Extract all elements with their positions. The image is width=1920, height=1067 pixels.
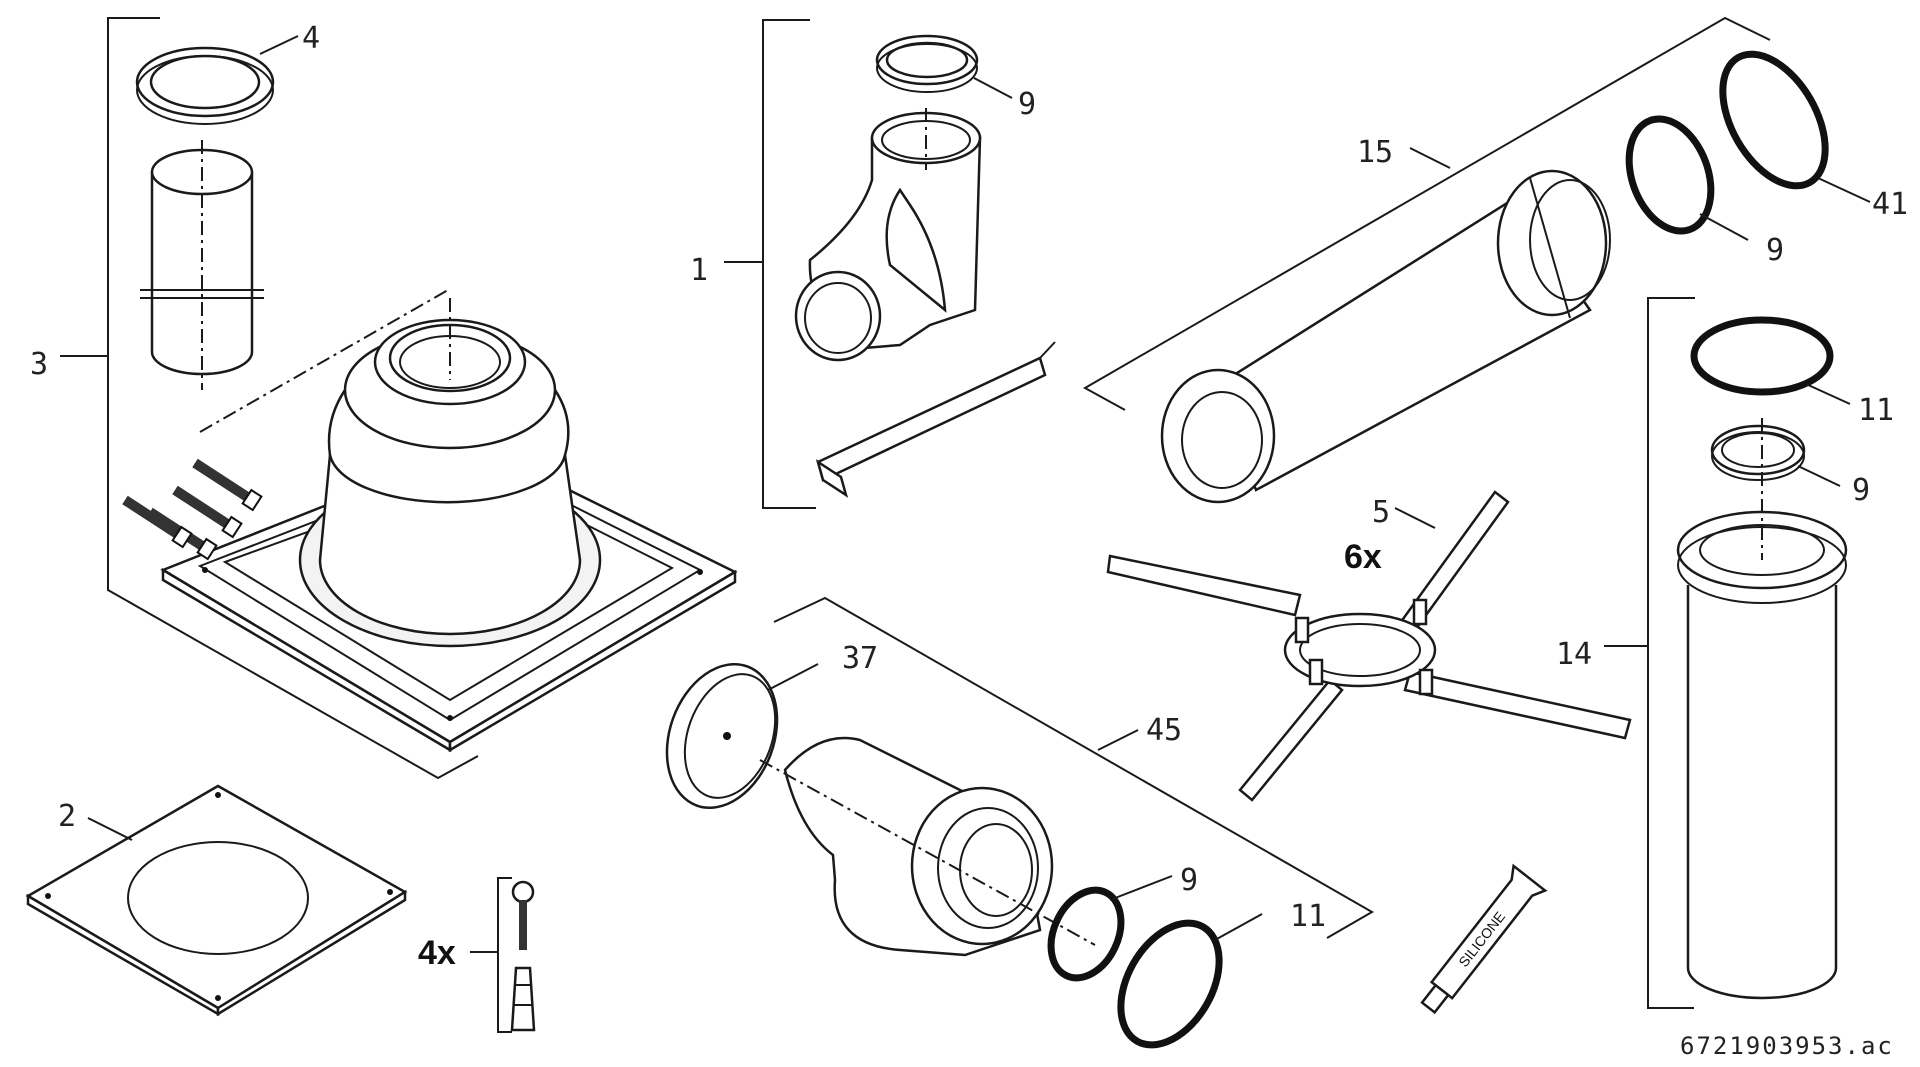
elbow-tee [759, 736, 1096, 957]
callout-9-pipe: 9 [1766, 233, 1784, 268]
quantity-screws-plugs: 4x [418, 934, 456, 972]
group-45 [665, 596, 1375, 1049]
leader-11-upper [1805, 383, 1851, 405]
group-45-bracket [773, 596, 1375, 939]
callout-3: 3 [30, 347, 48, 382]
callout-41: 41 [1872, 187, 1908, 222]
part-11-seal-upper [1690, 316, 1834, 396]
part-5-spider-clamp [1106, 490, 1632, 802]
flashing-cone [199, 289, 602, 648]
vertical-pipe [1676, 418, 1848, 1000]
document-id: 6721903953.ac [1680, 1032, 1894, 1060]
leader-45 [1097, 729, 1139, 751]
callout-14: 14 [1556, 637, 1592, 672]
callout-5: 5 [1372, 495, 1390, 530]
leader-15 [1409, 147, 1451, 169]
leader-9-pipe [1699, 213, 1749, 241]
group-1 [724, 19, 1056, 509]
part-9-seal-top [875, 34, 979, 93]
callout-9-top: 9 [1018, 87, 1036, 122]
part-9-seal-upper [1710, 424, 1806, 481]
group-3-bracket [107, 17, 479, 780]
callout-37: 37 [842, 641, 878, 676]
part-37-end-cap [665, 662, 779, 810]
leader-9-elbow [1109, 875, 1173, 901]
callout-11-upper: 11 [1858, 393, 1894, 428]
silicone-tube: SILICONE [1420, 863, 1548, 1015]
leader-41 [1817, 177, 1871, 203]
callout-9-upper: 9 [1852, 473, 1870, 508]
group-14 [1604, 297, 1851, 1009]
part-9-seal-pipe [1625, 115, 1715, 235]
group-15 [1082, 16, 1871, 504]
callout-1: 1 [690, 253, 708, 288]
extension-pipe [140, 140, 264, 390]
wood-screw [511, 880, 535, 950]
group-1-bracket [762, 19, 816, 509]
leader-9-top [973, 77, 1013, 99]
callout-2: 2 [58, 799, 76, 834]
part-2-flat-roof-plate [25, 784, 408, 1017]
concentric-pipe [1160, 169, 1611, 504]
leader-9-upper [1797, 465, 1841, 487]
leader-2 [87, 817, 133, 841]
part-4-sealing-ring [135, 46, 275, 125]
wall-plug [510, 966, 536, 1032]
callout-4: 4 [302, 21, 320, 56]
leader-37 [767, 663, 819, 691]
screws-and-plugs [470, 877, 536, 1033]
callout-11-elbow: 11 [1290, 899, 1326, 934]
mounting-rail [815, 341, 1056, 498]
leader-5 [1394, 507, 1436, 529]
callout-45: 45 [1146, 713, 1182, 748]
callout-9-elbow: 9 [1180, 863, 1198, 898]
part-9-seal-elbow [1047, 886, 1125, 982]
callout-15: 15 [1357, 135, 1393, 170]
quantity-spider-clamps: 6x [1344, 538, 1382, 576]
part-41-seal [1719, 50, 1829, 190]
group-14-bracket [1647, 297, 1695, 1009]
leader-4 [259, 35, 299, 55]
part-11-seal-elbow [1117, 919, 1223, 1049]
fixing-screws [122, 458, 263, 561]
tee-piece [794, 108, 982, 362]
group-15-bracket [1082, 16, 1771, 411]
roof-flashing-kit-group [60, 17, 738, 780]
leader-11-elbow [1214, 913, 1263, 941]
